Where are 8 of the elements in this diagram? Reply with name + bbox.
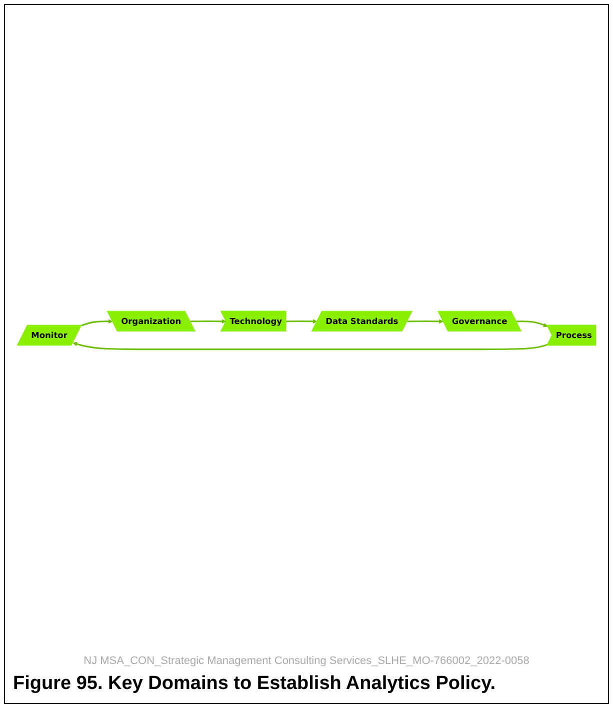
arrow	[72, 342, 548, 350]
figure-caption: Figure 95. Key Domains to Establish Analytics Policy.	[12, 672, 497, 696]
arrow	[407, 318, 444, 324]
arrow	[516, 320, 548, 327]
arrow	[190, 318, 226, 324]
document-reference: NJ MSA_CON_Strategic Management Consulting Services_SLHE_MO-766002_2022-0058	[82, 655, 530, 667]
arrow	[81, 318, 113, 326]
arrow	[286, 318, 318, 324]
